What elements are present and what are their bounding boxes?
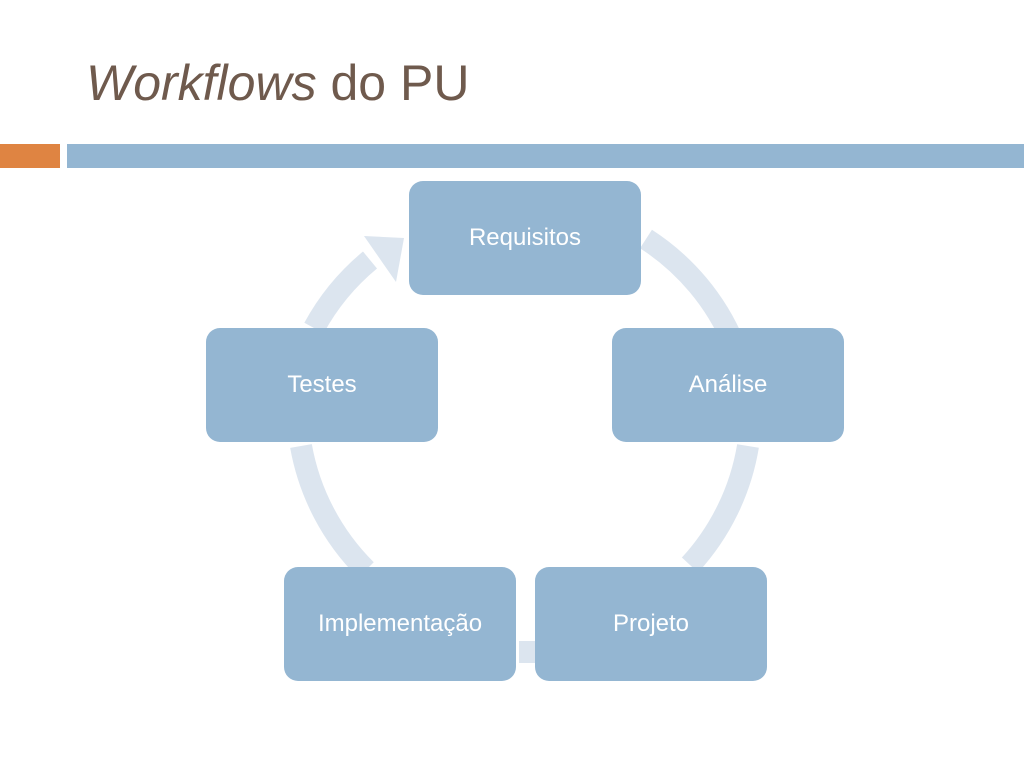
cycle-arrow-segment	[304, 251, 378, 334]
cycle-arrow-segment	[290, 443, 374, 578]
cycle-node-testes: Testes	[206, 328, 438, 442]
slide-title-rest: do PU	[316, 55, 470, 111]
cycle-arrowhead-icon	[364, 236, 404, 282]
cycle-node-projeto: Projeto	[535, 567, 767, 681]
cycle-node-requisitos: Requisitos	[409, 181, 641, 295]
slide-title: Workflows do PU	[86, 50, 469, 116]
cycle-node-implementacao: Implementação	[284, 567, 516, 681]
cycle-node-analise: Análise	[612, 328, 844, 442]
slide-title-emphasis: Workflows	[86, 55, 317, 111]
accent-bar-orange	[0, 144, 60, 168]
accent-bar-blue	[67, 144, 1024, 168]
cycle-arrow-segment	[681, 444, 759, 573]
